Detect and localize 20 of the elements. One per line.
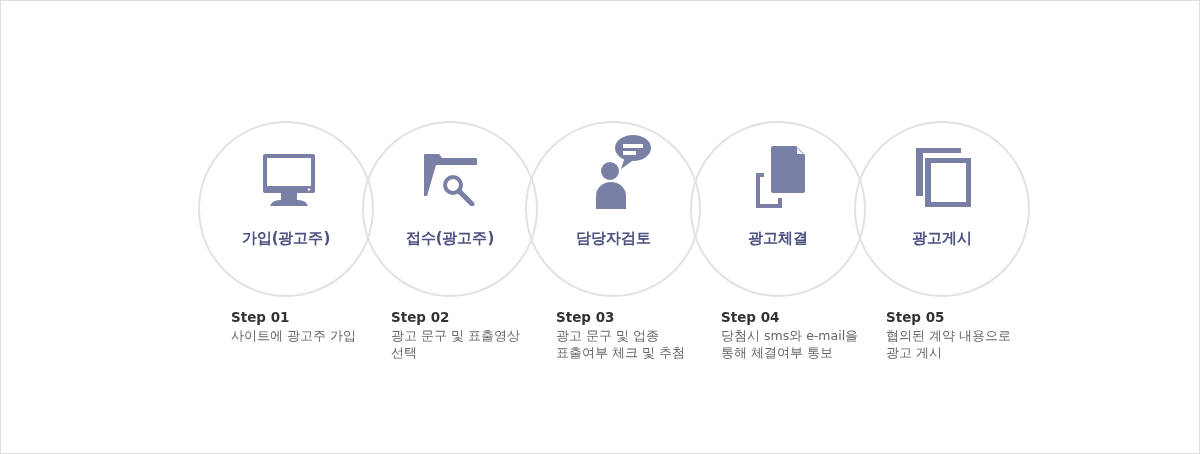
step-label: 접수(광고주) bbox=[404, 228, 496, 248]
step-circle bbox=[525, 121, 701, 297]
step-number: Step 05 bbox=[886, 308, 946, 327]
step-label: 담당자검토 bbox=[574, 228, 652, 248]
step-label: 가입(광고주) bbox=[240, 228, 332, 248]
step-circle bbox=[362, 121, 538, 297]
step-description: 당첨시 sms와 e-mail을 통해 체결여부 통보 bbox=[721, 327, 860, 361]
step-circle bbox=[690, 121, 866, 297]
step-label: 광고체결 bbox=[747, 228, 809, 248]
step-number: Step 04 bbox=[721, 308, 781, 327]
step-number: Step 01 bbox=[231, 308, 291, 327]
step-label: 광고게시 bbox=[911, 228, 973, 248]
step-description: 광고 문구 및 업종 표출여부 체크 및 추첨 bbox=[556, 327, 686, 361]
step-description: 사이트에 광고주 가입 bbox=[231, 327, 357, 344]
step-number: Step 03 bbox=[556, 308, 616, 327]
step-circle bbox=[854, 121, 1030, 297]
step-circle bbox=[198, 121, 374, 297]
step-number: Step 02 bbox=[391, 308, 451, 327]
step-description: 협의된 계약 내용으로 광고 게시 bbox=[886, 327, 1012, 361]
step-description: 광고 문구 및 표출영상 선택 bbox=[391, 327, 521, 361]
